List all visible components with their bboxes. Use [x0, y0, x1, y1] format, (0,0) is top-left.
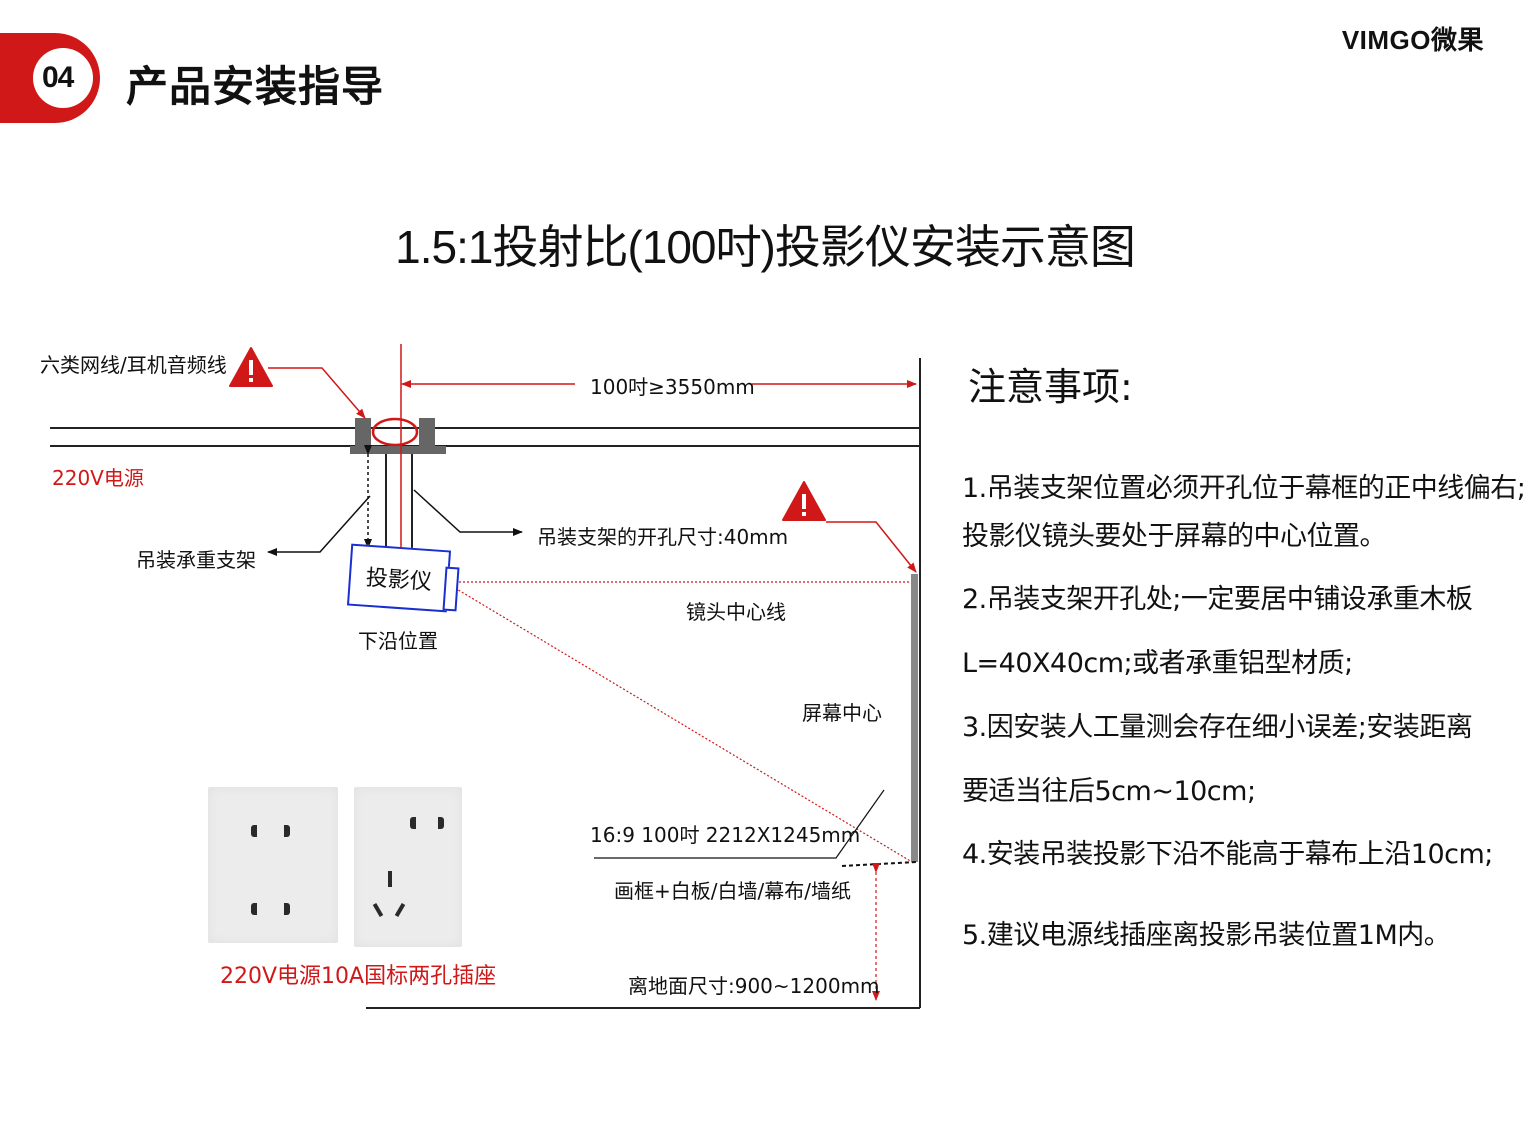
- power-socket-icon: [208, 787, 338, 943]
- note-line: 3.因安装人工量测会存在细小误差;安装距离: [962, 712, 1473, 743]
- bracket-label: 吊装承重支架: [136, 548, 256, 572]
- floor-height-label: 离地面尺寸:900~1200mm: [628, 974, 880, 998]
- hole-marker: [371, 417, 419, 447]
- note-line: 5.建议电源线插座离投影吊装位置1M内。: [962, 920, 1451, 951]
- screen-bottom-dash: [841, 861, 917, 867]
- hole-size-leader: [413, 489, 523, 536]
- socket-label: 220V电源10A国标两孔插座: [220, 964, 497, 989]
- brand-logo: VIMGO微果: [1341, 25, 1484, 55]
- note-line: L=40X40cm;或者承重铝型材质;: [962, 648, 1353, 679]
- hole-size-label: 吊装支架的开孔尺寸:40mm: [537, 525, 789, 549]
- note-line: 投影仪镜头要处于屏幕的中心位置。: [962, 521, 1387, 552]
- note-line: 1.吊装支架位置必须开孔位于幕框的正中线偏右;: [962, 473, 1526, 504]
- bracket-plate: [350, 446, 446, 454]
- section-number: 04: [42, 61, 74, 94]
- power-label: 220V电源: [52, 466, 144, 490]
- screen: [911, 574, 918, 862]
- screen-center-label: 屏幕中心: [802, 701, 882, 725]
- note-line: 2.吊装支架开孔处;一定要居中铺设承重木板: [962, 584, 1473, 615]
- warning-icon: [782, 481, 826, 521]
- section-tab-shape: [0, 33, 100, 123]
- lens-center-label: 镜头中心线: [686, 600, 786, 624]
- note-line: 要适当往后5cm~10cm;: [962, 776, 1256, 807]
- note-line: 4.安装吊装投影下沿不能高于幕布上沿10cm;: [962, 839, 1493, 870]
- projector-label: 投影仪: [365, 565, 433, 596]
- projection-diagonal: [454, 587, 913, 863]
- power-socket-icon: [354, 787, 462, 947]
- projector-body: 投影仪: [346, 543, 452, 613]
- bracket-right-flange: [419, 418, 435, 450]
- diagram-title: 1.5:1投射比(100吋)投影仪安装示意图: [395, 221, 1136, 273]
- cable-leader: [268, 367, 366, 419]
- warning-icon: [229, 347, 273, 387]
- cable-label: 六类网线/耳机音频线: [40, 353, 227, 377]
- bottom-edge-label: 下沿位置: [358, 629, 438, 653]
- surface-label: 画框+白板/白墙/幕布/墙纸: [614, 879, 851, 903]
- screen-warning-leader: [826, 521, 917, 573]
- section-title: 产品安装指导: [126, 62, 385, 111]
- notes-title: 注意事项:: [968, 365, 1133, 409]
- screen-size-leader: [594, 789, 885, 859]
- screen-size-label: 16:9 100吋 2212X1245mm: [590, 823, 861, 847]
- section-tab: [0, 33, 100, 123]
- bracket-left-flange: [355, 418, 371, 450]
- bracket-leader: [267, 495, 371, 556]
- throw-distance-label: 100吋≥3550mm: [590, 375, 755, 399]
